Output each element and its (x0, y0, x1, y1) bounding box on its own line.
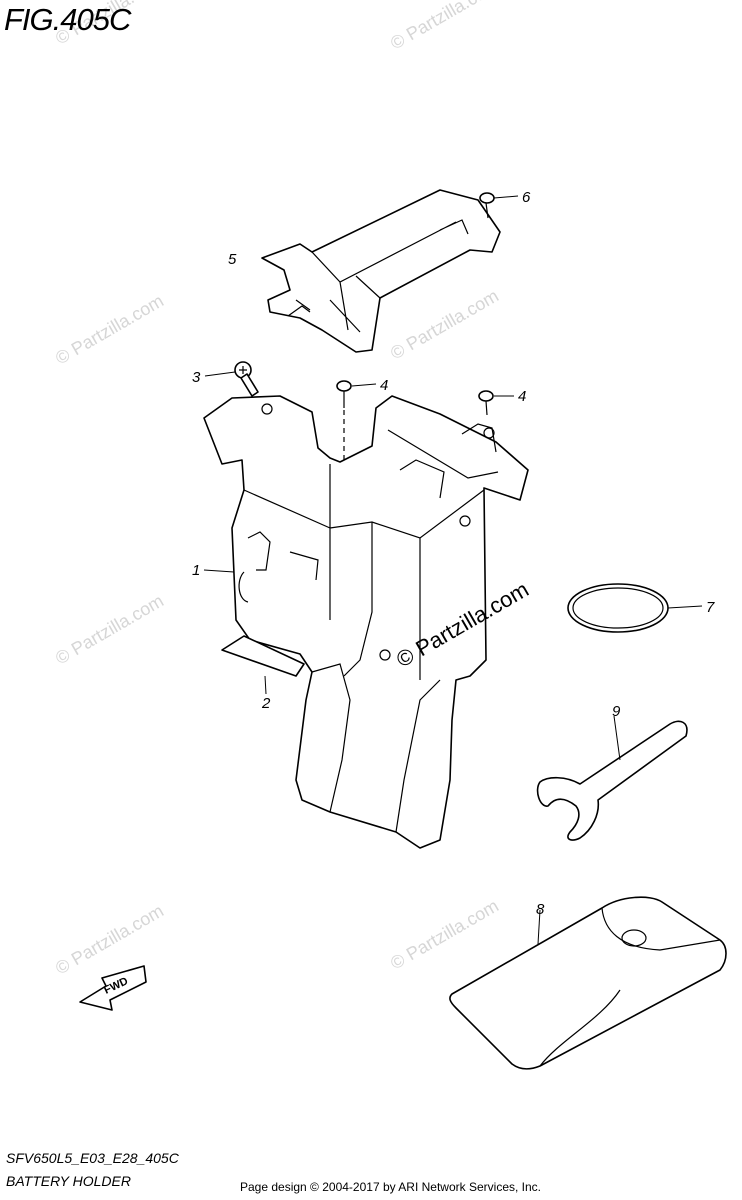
callout-6: 6 (522, 189, 531, 206)
watermark: © Partzilla.com (387, 0, 502, 53)
watermark: © Partzilla.com (52, 590, 167, 668)
part-7-ring (567, 583, 703, 633)
part-8-tool-bag (449, 896, 727, 1070)
model-code: SFV650L5_E03_E28_405C (6, 1150, 179, 1166)
part-1-battery-holder (203, 395, 529, 849)
callout-3: 3 (192, 369, 201, 386)
copyright-notice: Page design © 2004-2017 by ARI Network S… (240, 1180, 542, 1194)
callout-4a: 4 (380, 377, 388, 394)
part-9-spanner (536, 715, 688, 841)
part-3-bolt (204, 361, 259, 397)
callout-1: 1 (192, 562, 200, 579)
fwd-direction-arrow: FWD (79, 965, 147, 1011)
callout-5: 5 (228, 251, 237, 268)
part-2-pad (221, 635, 305, 695)
callout-2: 2 (261, 695, 271, 712)
figure-title: FIG.405C (4, 2, 131, 37)
callout-labels: 1 2 3 4 4 5 6 7 8 9 (192, 189, 715, 918)
callout-7: 7 (706, 599, 715, 616)
section-name: BATTERY HOLDER (6, 1173, 131, 1189)
part-6-screw (479, 192, 519, 219)
watermark: © Partzilla.com (52, 900, 167, 978)
callout-9: 9 (612, 703, 621, 720)
callout-8: 8 (536, 901, 545, 918)
watermark: © Partzilla.com (387, 285, 502, 363)
part-5-bracket (261, 189, 501, 353)
callout-4b: 4 (518, 388, 526, 405)
watermark: © Partzilla.com (52, 290, 167, 368)
part-4-screws (336, 380, 514, 462)
watermark: © Partzilla.com (387, 895, 502, 973)
